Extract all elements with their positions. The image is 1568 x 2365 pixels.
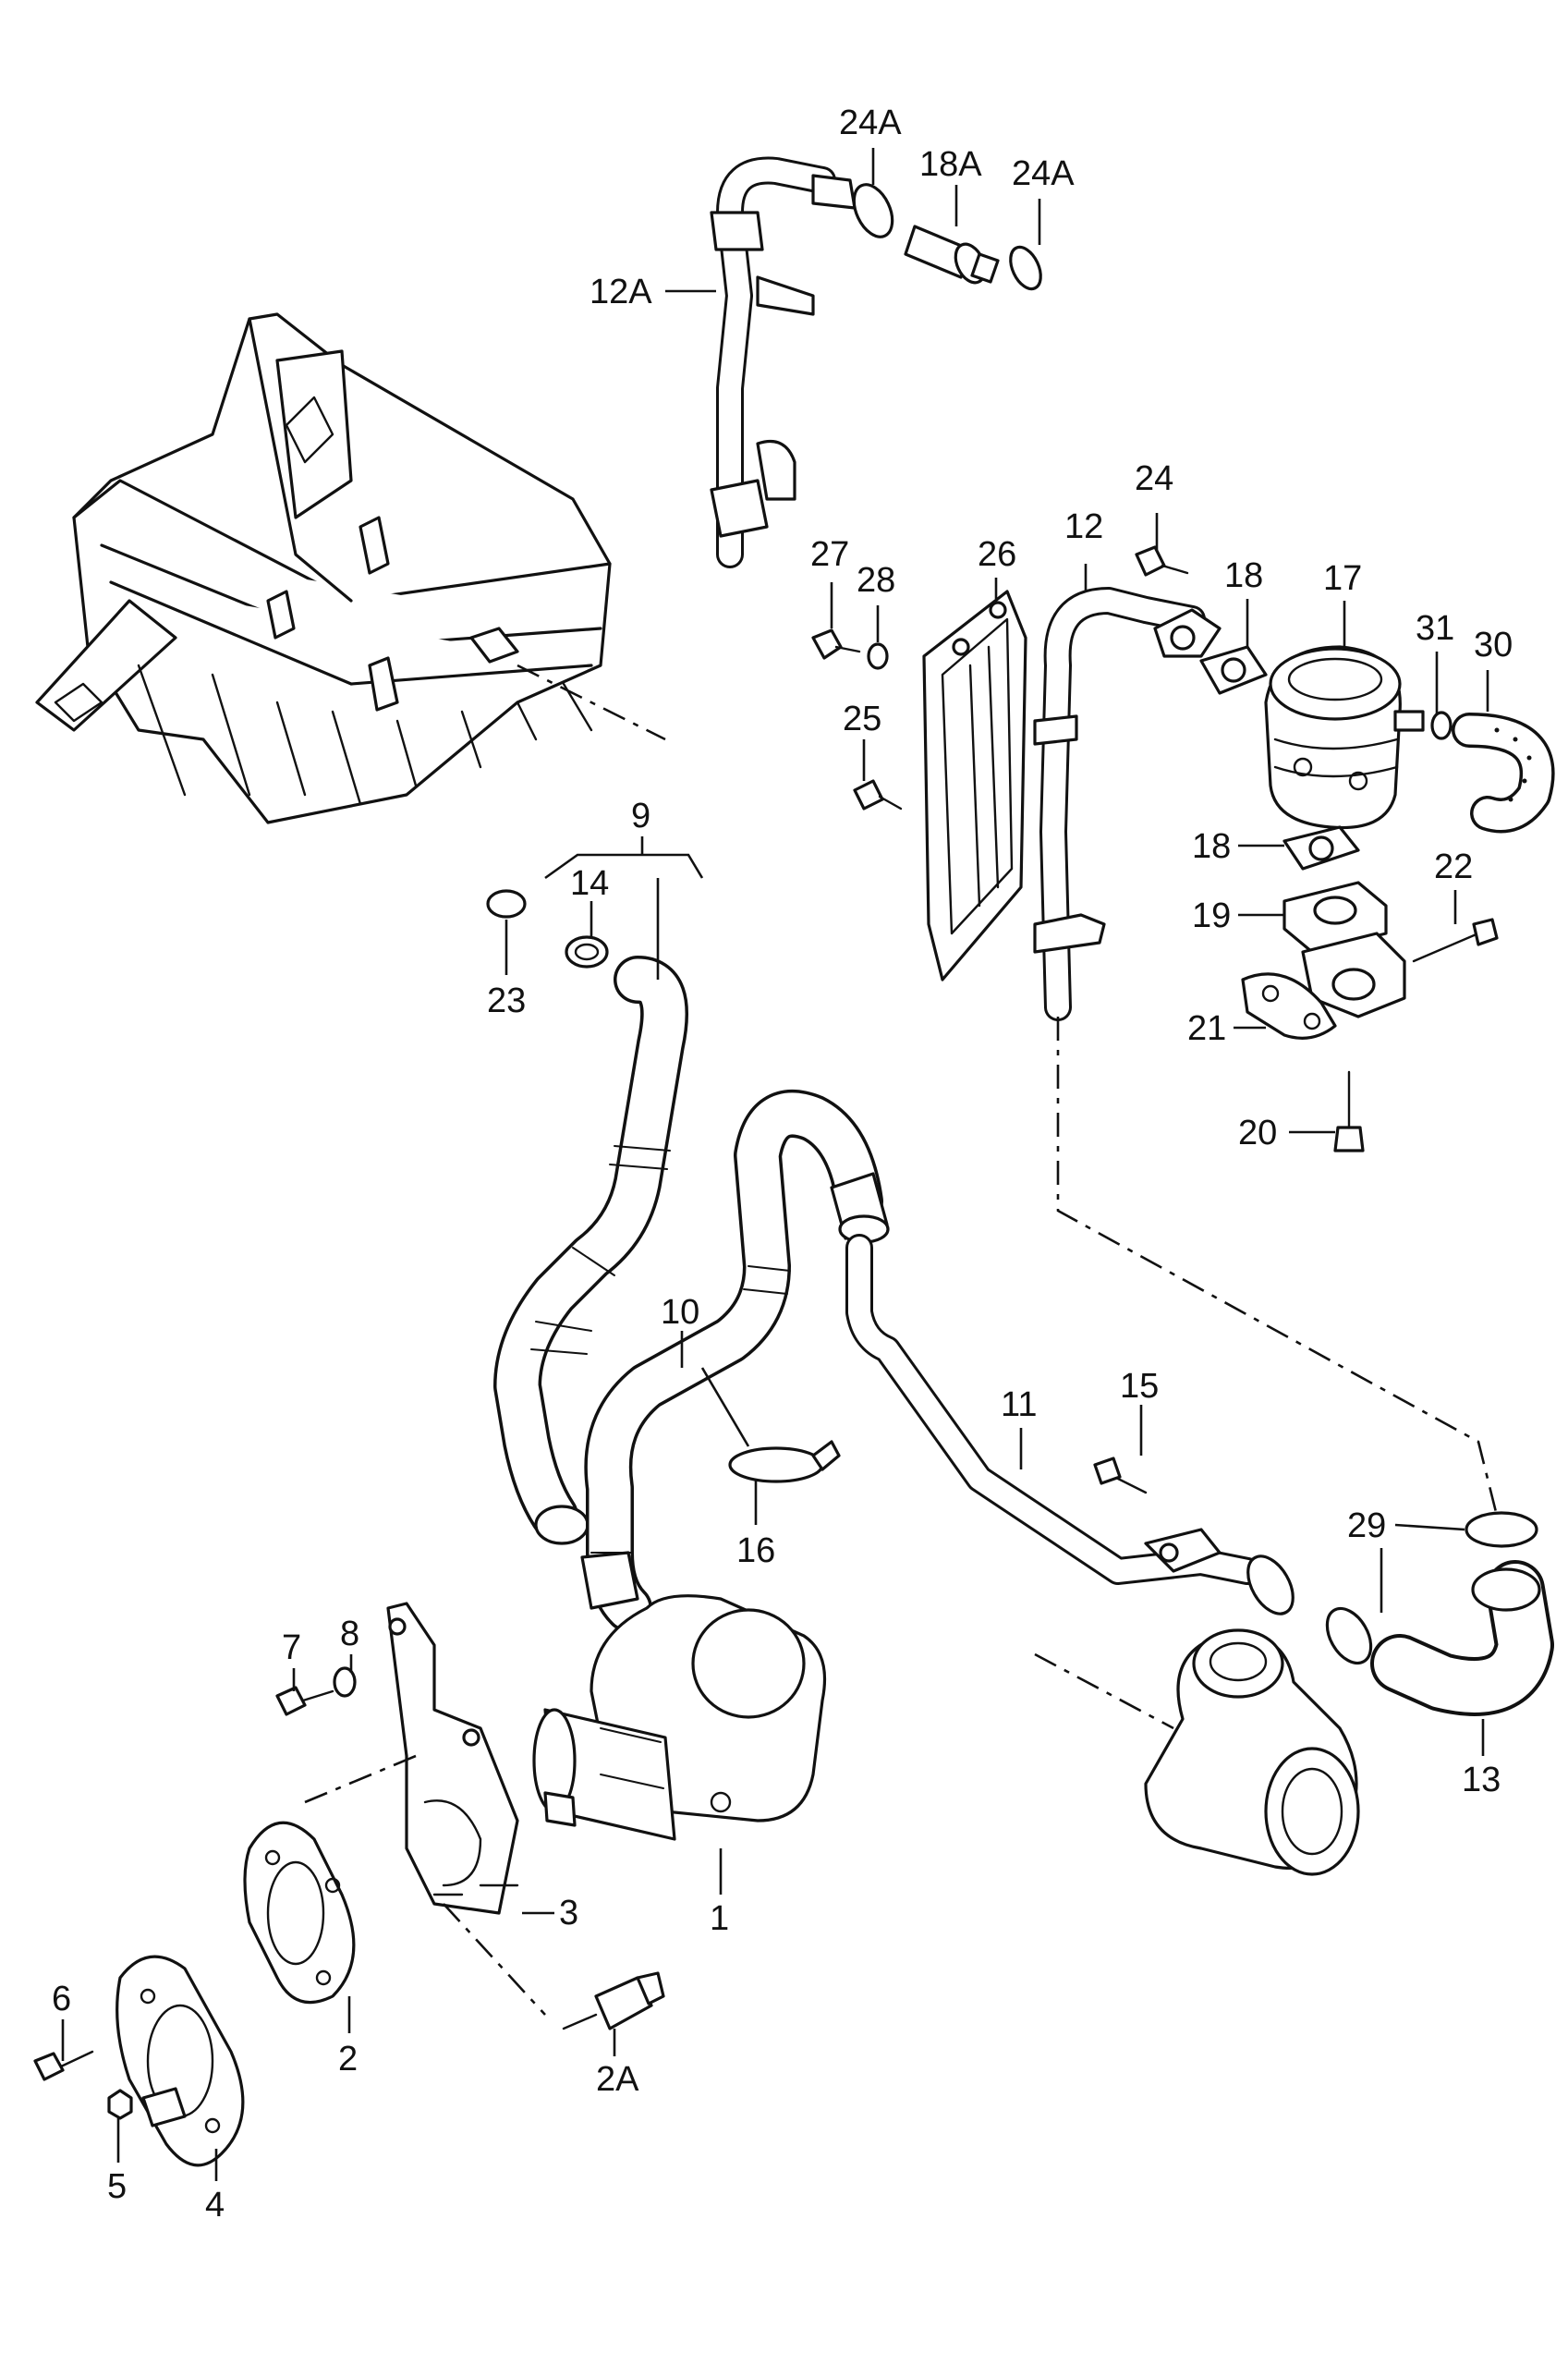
heat-shield-26 — [922, 590, 1027, 981]
callout-26: 26 — [978, 535, 1016, 574]
callout-18-lower: 18 — [1192, 827, 1231, 866]
callout-7: 7 — [282, 1628, 301, 1667]
valve-17 — [1264, 645, 1425, 830]
callout-16: 16 — [736, 1531, 775, 1570]
bracket-3 — [386, 1602, 519, 1915]
hose-18a — [904, 225, 1000, 285]
callout-11: 11 — [1001, 1385, 1037, 1424]
washer-28 — [867, 642, 889, 670]
bolt-22 — [1412, 918, 1499, 963]
leader-lines — [61, 148, 1489, 2181]
flange-19 — [1282, 881, 1388, 954]
callout-6: 6 — [52, 1980, 71, 2018]
pipe-12a — [710, 156, 857, 568]
connector-10-end — [830, 1172, 890, 1244]
callout-23: 23 — [487, 981, 526, 1020]
callout-5: 5 — [107, 2167, 127, 2206]
callout-20: 20 — [1238, 1114, 1277, 1152]
callout-22: 22 — [1434, 847, 1473, 886]
callout-30: 30 — [1474, 626, 1513, 664]
callout-27: 27 — [810, 535, 849, 574]
callout-8: 8 — [340, 1615, 359, 1653]
air-filter-housing — [35, 312, 666, 824]
bolt-24 — [1135, 545, 1189, 577]
callout-17: 17 — [1323, 559, 1362, 598]
callout-12a: 12A — [590, 273, 652, 311]
callout-13: 13 — [1462, 1761, 1501, 1799]
bolt-6 — [33, 2050, 94, 2081]
bolt-25 — [853, 779, 903, 811]
callout-31: 31 — [1416, 609, 1454, 648]
callout-9: 9 — [631, 797, 650, 835]
hose-9 — [493, 956, 689, 1545]
callout-2: 2 — [338, 2040, 358, 2079]
callout-2a: 2A — [596, 2060, 639, 2099]
turbocharger — [1034, 1628, 1360, 1876]
callout-29: 29 — [1347, 1506, 1386, 1545]
flange-4 — [115, 1955, 245, 2167]
air-pump-1 — [532, 1551, 827, 1841]
nut-5 — [107, 2089, 133, 2120]
callout-25: 25 — [843, 700, 881, 738]
bolt-7 — [275, 1686, 334, 1716]
bolt-27 — [811, 628, 861, 660]
clamp-29-lower — [1325, 1606, 1373, 1665]
callout-1: 1 — [710, 1899, 729, 1938]
callout-18a: 18A — [919, 145, 982, 184]
callout-labels: 24A 18A 24A 12A 24 12 27 28 26 18 17 31 … — [52, 104, 1513, 2225]
clamp-16 — [728, 1440, 841, 1483]
clamp-24a-right — [1009, 245, 1042, 291]
clamp-31 — [1430, 711, 1453, 740]
washer-8 — [333, 1666, 357, 1698]
hose-10 — [584, 1090, 883, 1632]
callout-10: 10 — [661, 1293, 699, 1332]
hose-13 — [1370, 1560, 1554, 1716]
callout-19: 19 — [1192, 896, 1231, 935]
hose-30 — [1452, 713, 1555, 834]
callout-18-upper: 18 — [1224, 556, 1263, 595]
callout-21: 21 — [1187, 1009, 1226, 1048]
callout-12: 12 — [1064, 507, 1103, 546]
gasket-18-upper — [1199, 645, 1268, 695]
callout-4: 4 — [205, 2186, 225, 2225]
callout-14: 14 — [570, 864, 609, 903]
callout-15: 15 — [1120, 1367, 1159, 1406]
bolt-15 — [1093, 1457, 1148, 1494]
callout-24a-top-left: 24A — [839, 104, 902, 142]
gasket-18-lower — [1282, 825, 1360, 871]
clamp-23 — [486, 889, 527, 919]
callout-24a-top-right: 24A — [1012, 154, 1075, 193]
callout-24: 24 — [1135, 459, 1173, 498]
clamp-29-upper — [1465, 1511, 1538, 1548]
callout-3: 3 — [559, 1894, 578, 1932]
gasket-2 — [243, 1821, 356, 2005]
bolt-20 — [1333, 1070, 1365, 1152]
pipe-12 — [1033, 587, 1222, 1021]
sensor-2A — [562, 1971, 665, 2030]
callout-28: 28 — [857, 561, 895, 600]
pipe-11 — [845, 1234, 1295, 1615]
gasket-21 — [1241, 972, 1337, 1040]
clamp-24a-left — [852, 183, 894, 238]
ring-14 — [565, 935, 609, 969]
